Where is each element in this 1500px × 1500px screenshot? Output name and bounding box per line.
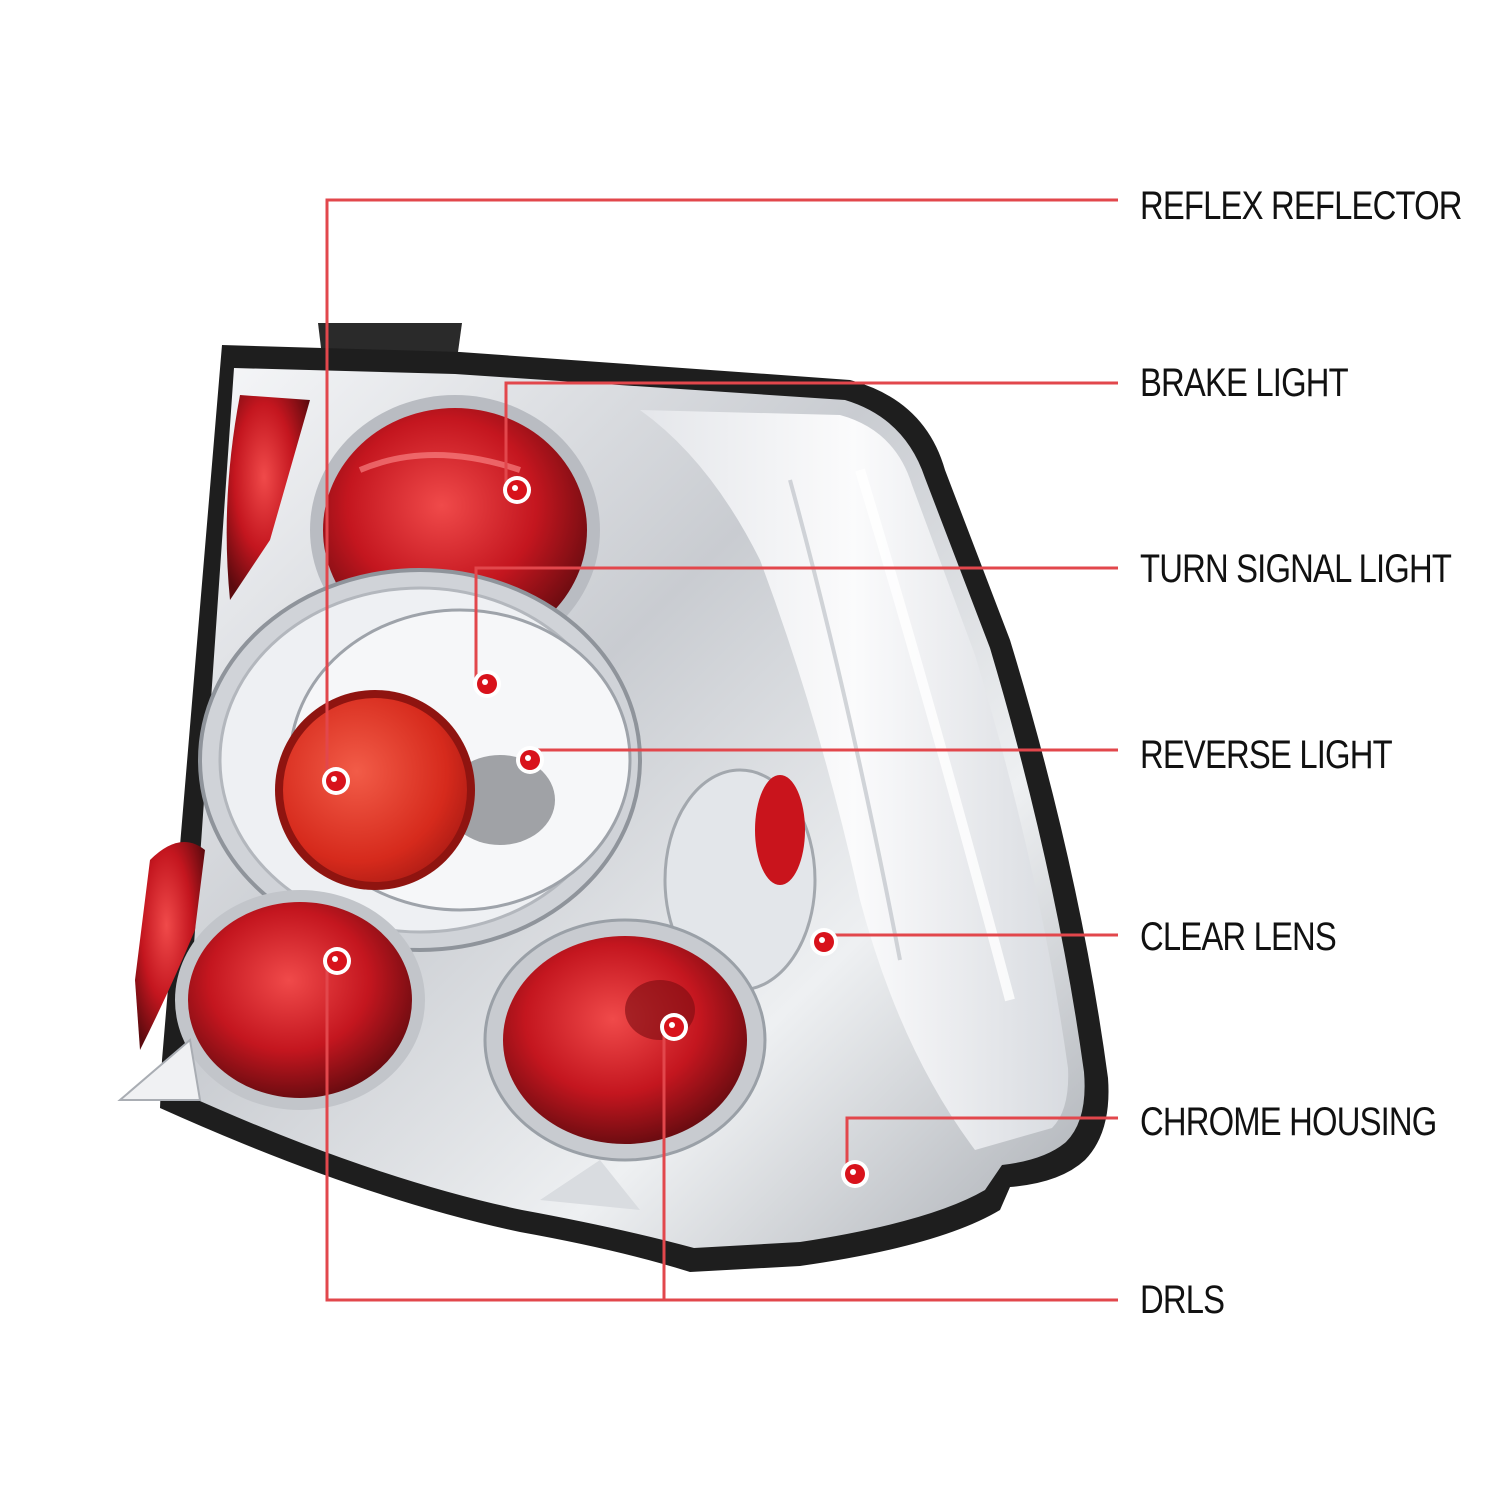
clear-lens-panel [640, 410, 1069, 1150]
marker-shine-reflex-reflector-0 [331, 776, 337, 782]
leader-line-brake-light [504, 381, 1118, 487]
mounting-tab [318, 323, 462, 356]
label-drls: DRLS [1140, 1278, 1225, 1322]
drl-lens-right [503, 936, 747, 1144]
drl-lens-left [188, 902, 412, 1098]
leader-line-reflex-reflector [325, 198, 1118, 778]
label-reverse-light: REVERSE LIGHT [1140, 733, 1393, 777]
marker-shine-chrome-housing-0 [850, 1169, 856, 1175]
left-red-segment-top [226, 395, 310, 600]
marker-shine-brake-light-0 [512, 485, 518, 491]
left-red-segment-bottom [135, 842, 205, 1050]
label-chrome-housing: CHROME HOUSING [1140, 1100, 1437, 1144]
label-reflex-reflector: REFLEX REFLECTOR [1140, 184, 1462, 228]
leader-lines [325, 198, 1118, 1302]
marker-dots [322, 476, 869, 1188]
label-clear-lens: CLEAR LENS [1140, 915, 1337, 959]
marker-shine-turn-signal-light-0 [482, 679, 488, 685]
label-brake-light: BRAKE LIGHT [1140, 361, 1349, 405]
leader-line-drls [325, 957, 1118, 1302]
leader-line-chrome-housing [845, 1116, 1118, 1166]
reflex-reflector-disk [283, 698, 467, 882]
marker-shine-drls-1 [669, 1022, 675, 1028]
marker-shine-clear-lens-0 [819, 937, 825, 943]
marker-shine-drls-0 [332, 956, 338, 962]
leader-line-turn-signal-light [474, 566, 1118, 680]
tail-light-illustration [117, 323, 1109, 1272]
marker-shine-reverse-light-0 [525, 755, 531, 761]
label-turn-signal-light: TURN SIGNAL LIGHT [1140, 547, 1452, 591]
